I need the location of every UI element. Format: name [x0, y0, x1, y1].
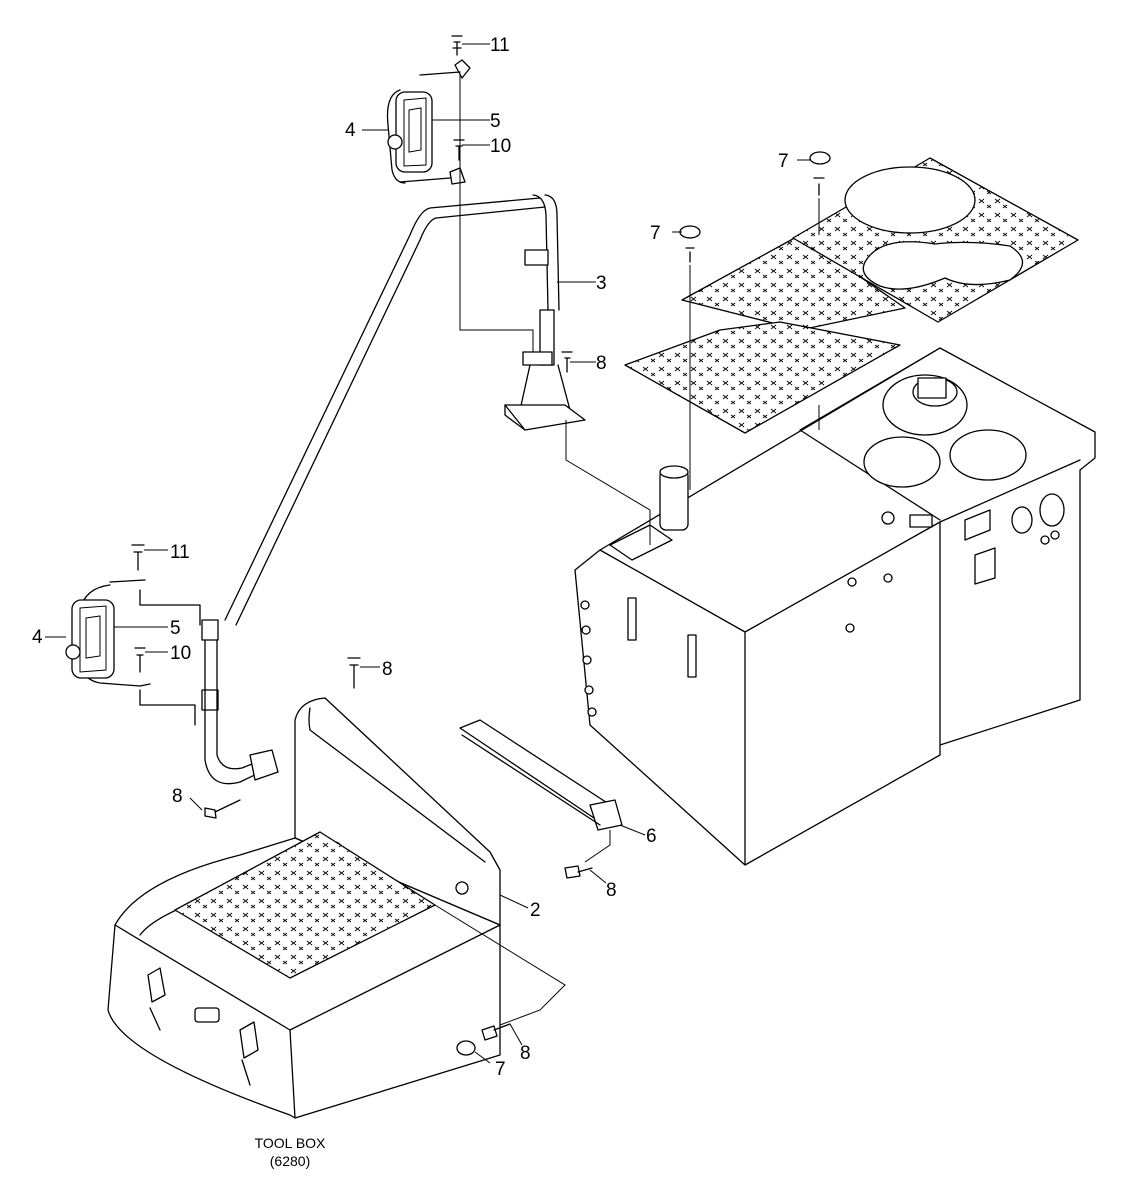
- bolt-10-upper: [453, 139, 465, 161]
- callout-8-toolbox-top: 8: [382, 659, 393, 680]
- bolt-8-stay-6: [564, 865, 593, 879]
- callout-7-toolbox: 7: [495, 1059, 506, 1080]
- callout-4-upper: 4: [345, 120, 356, 141]
- callout-6: 6: [646, 826, 657, 847]
- tool-box: [107, 697, 566, 1119]
- bolt-8-stay: [561, 351, 573, 373]
- callout-8-lower-bracket: 8: [172, 786, 183, 807]
- callout-7-plate-left: 7: [650, 223, 661, 244]
- tread-plates: [624, 157, 1079, 434]
- tank-body: [574, 347, 1096, 866]
- leader-lines: [459, 75, 820, 545]
- callout-10-upper: 10: [490, 136, 511, 157]
- callout-8-toolbox-bottom: 8: [520, 1043, 531, 1064]
- callout-8-stay-6: 8: [606, 880, 617, 901]
- grommet-7-upper-right: [809, 151, 831, 196]
- bolt-8-toolbox-bottom: [481, 1023, 511, 1041]
- stay-6: [459, 719, 623, 863]
- bolt-8-lower: [204, 799, 241, 819]
- caption-line-2: (6280): [270, 1153, 310, 1169]
- mirror-stay-rail: [224, 194, 586, 626]
- lower-mirror: [65, 579, 279, 785]
- grommet-7-toolbox: [456, 1040, 476, 1056]
- grommet-7-upper-left: [679, 225, 701, 263]
- bolt-10-lower: [134, 647, 146, 673]
- callout-11-upper: 11: [490, 35, 510, 56]
- caption: TOOL BOX (6280): [255, 1135, 326, 1169]
- bolt-8-toolbox-top: [347, 657, 361, 689]
- callout-10-lower: 10: [170, 643, 191, 664]
- callout-numbers: 11 5 4 10 3 8 7 7 11 5 4 10 8 8 6 8 2 8 …: [32, 35, 789, 1080]
- callout-5-upper: 5: [490, 111, 501, 132]
- callout-2: 2: [530, 900, 541, 921]
- callout-leaders: [45, 43, 810, 1064]
- callout-8-stay: 8: [596, 353, 607, 374]
- callout-3: 3: [596, 273, 607, 294]
- bolt-11-upper: [451, 35, 463, 56]
- callout-5-lower: 5: [170, 618, 181, 639]
- bolt-11-lower: [131, 544, 145, 571]
- callout-11-lower: 11: [170, 542, 190, 563]
- callout-4-lower: 4: [32, 627, 43, 648]
- upper-mirror: [386, 59, 471, 185]
- callout-7-plate-right: 7: [778, 151, 789, 172]
- caption-line-1: TOOL BOX: [255, 1135, 326, 1151]
